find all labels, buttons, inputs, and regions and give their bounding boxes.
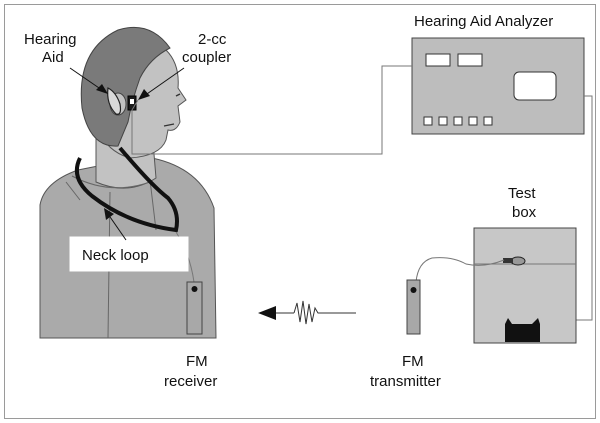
analyzer-button-3 <box>453 116 463 126</box>
neck-loop-pointer-arrowhead <box>104 208 114 220</box>
analyzer-button-4 <box>468 116 478 126</box>
fm-transmitter <box>406 279 421 335</box>
test-box-microphone <box>510 256 526 266</box>
fm-receiver <box>186 281 203 335</box>
mouth <box>163 123 175 127</box>
fm-transmitter-label-line2: transmitter <box>370 373 441 390</box>
analyzer-label: Hearing Aid Analyzer <box>414 13 553 30</box>
fm-signal-wave <box>293 300 356 325</box>
coupler-highlight <box>130 99 134 104</box>
test-box <box>473 227 577 344</box>
hearing-aid-analyzer <box>411 37 585 135</box>
fm-signal-arrow <box>258 300 356 325</box>
analyzer-display-left <box>425 53 451 67</box>
test-box-microphone-body <box>503 258 513 263</box>
hearing-aid-label-line2: Aid <box>42 49 64 66</box>
shirt-collar-lines <box>65 175 157 339</box>
hearing-aid-pointer-arrowhead <box>96 84 108 94</box>
test-box-loudspeaker <box>505 318 540 342</box>
hearing-aid-label-line1: Hearing <box>24 31 77 48</box>
hearing-aid-pointer <box>69 67 103 91</box>
hair <box>80 26 171 147</box>
neck-loop-pointer <box>107 213 127 241</box>
fm-receiver-label-line2: receiver <box>164 373 217 390</box>
analyzer-button-5 <box>483 116 493 126</box>
fm-receiver-label-line1: FM <box>186 353 208 370</box>
fm-receiver-dot <box>191 286 198 292</box>
test-box-label-line1: Test <box>508 185 536 202</box>
coupler-label-line1: 2-cc <box>198 31 227 48</box>
fm-signal-arrowhead <box>258 306 276 320</box>
transmitter-mic-wire <box>415 257 505 283</box>
coupler-pointer <box>143 67 185 97</box>
test-box-label-line2: box <box>512 204 537 221</box>
fm-transmitter-label-line1: FM <box>402 353 424 370</box>
analyzer-button-1 <box>423 116 433 126</box>
analyzer-screen <box>513 71 557 101</box>
neck-loop <box>75 146 179 233</box>
neck-loop-label: Neck loop <box>82 247 149 264</box>
eye <box>175 93 181 97</box>
fm-transmitter-dot <box>410 287 417 293</box>
neck-loop-label-box <box>69 236 189 272</box>
analyzer-button-2 <box>438 116 448 126</box>
analyzer-to-test-box-cable <box>576 95 593 321</box>
analyzer-display-middle <box>457 53 483 67</box>
coupler-to-analyzer-cable <box>131 65 412 155</box>
coupler-label-line2: coupler <box>182 49 231 66</box>
hearing-aid <box>107 87 122 115</box>
coupler-pointer-arrowhead <box>138 89 150 100</box>
